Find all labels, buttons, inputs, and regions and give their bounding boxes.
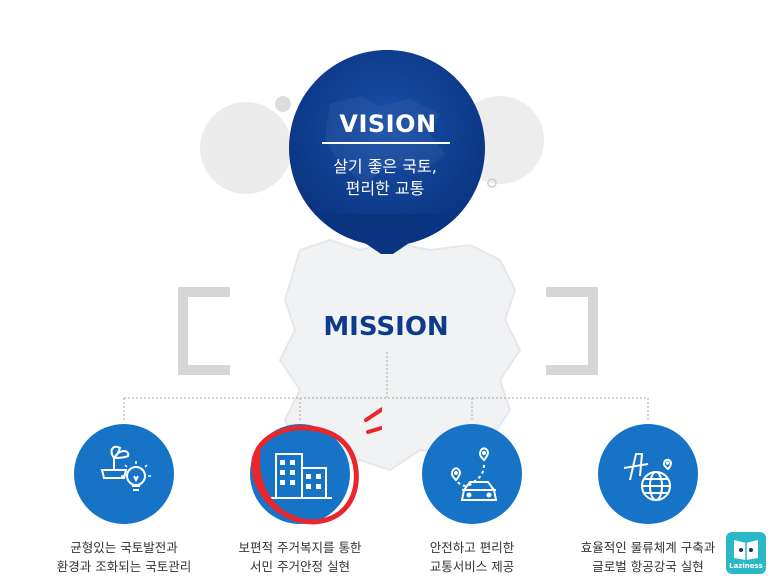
laziness-badge: Laziness [726, 532, 766, 574]
vision-underline [322, 142, 450, 144]
mission-title: MISSION [323, 312, 449, 342]
bracket-right [546, 287, 598, 375]
bubble-left [200, 102, 292, 194]
item-1-label: 균형있는 국토발전과 환경과 조화되는 국토관리 [56, 540, 192, 574]
plant-bulb-icon [100, 445, 151, 491]
item-3-circle [422, 424, 522, 524]
vision-circle [289, 50, 485, 254]
vision-title: VISION [339, 110, 437, 138]
item-2-label: 보편적 주거복지를 통한 서민 주거안정 실현 [238, 540, 362, 574]
item-3-label: 안전하고 편리한 교통서비스 제공 [429, 540, 515, 574]
apartment-buildings-icon [270, 453, 332, 499]
vision-subtitle: 살기 좋은 국토, 편리한 교통 [333, 157, 437, 198]
item-1-circle [74, 424, 174, 524]
bubble-tiny-right [487, 178, 497, 188]
item-4-label: 효율적인 물류체계 구축과 글로벌 항공강국 실현 [580, 540, 716, 574]
item-4-circle [598, 424, 698, 524]
airplane-globe-icon [623, 453, 673, 501]
bracket-left [178, 287, 230, 375]
bubble-small-left [275, 96, 291, 112]
badge-label: Laziness [729, 562, 763, 570]
book-logo-icon [734, 540, 758, 560]
red-highlight-circle [251, 406, 382, 525]
car-route-icon [450, 447, 498, 501]
